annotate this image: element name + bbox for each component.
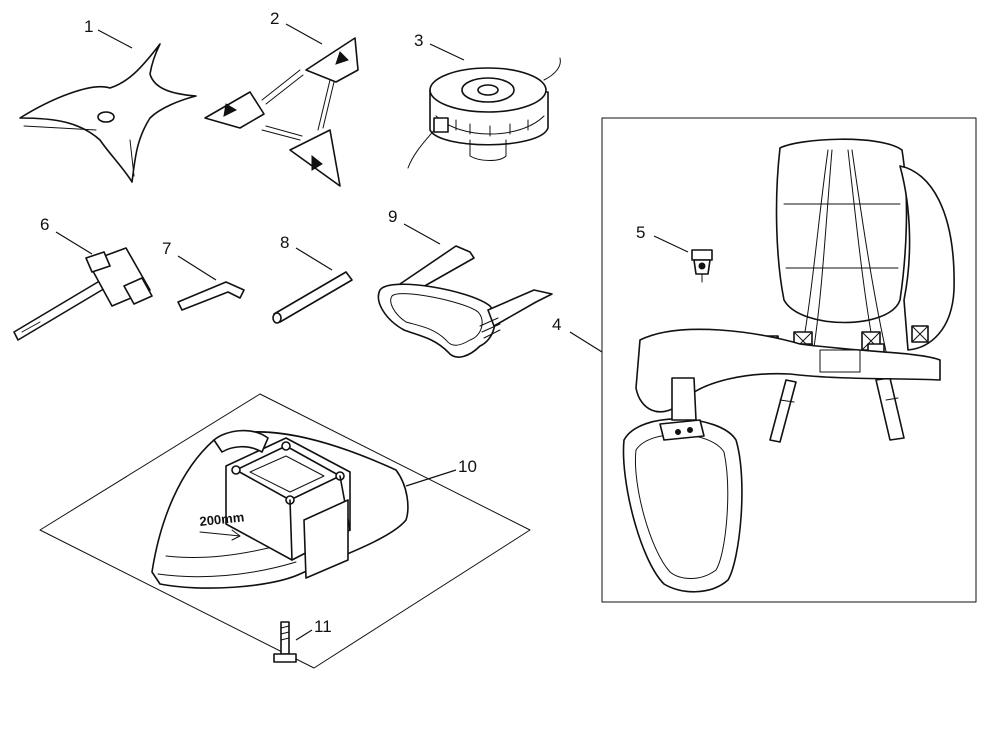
- label-8: 8: [280, 233, 289, 252]
- label-5: 5: [636, 223, 645, 242]
- label-6: 6: [40, 215, 49, 234]
- label-4: 4: [552, 315, 561, 334]
- box-wrench-icon: [13, 247, 153, 341]
- goggles-icon: [377, 245, 553, 358]
- guard-bolt-icon: [273, 621, 297, 663]
- harness-icon: [622, 138, 955, 593]
- label-1: 1: [84, 17, 93, 36]
- hanger-clip-icon: [691, 249, 713, 283]
- three-tooth-blade-icon: [19, 43, 197, 183]
- label-7: 7: [162, 239, 171, 258]
- label-3: 3: [414, 31, 423, 50]
- blade-guard-icon: [151, 429, 409, 589]
- label-9: 9: [388, 207, 397, 226]
- label-10: 10: [458, 457, 477, 476]
- guard-sheet: [39, 393, 531, 669]
- label-2: 2: [270, 9, 279, 28]
- pin-rod-icon: [272, 271, 353, 324]
- guard-marking: 200mm: [199, 509, 245, 529]
- label-11: 11: [314, 617, 332, 636]
- trimmer-head-icon: [407, 57, 561, 169]
- harness-panel: [601, 117, 977, 603]
- hex-key-icon: [177, 281, 245, 311]
- flail-blade-icon: [204, 37, 359, 187]
